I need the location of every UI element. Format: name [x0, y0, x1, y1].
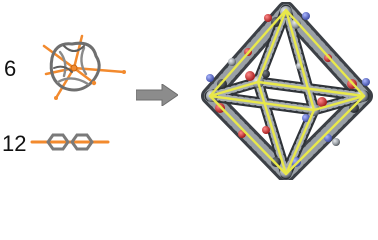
biphenyl-linker-icon [30, 133, 110, 151]
right-arrow-icon [136, 84, 178, 106]
metal-cluster-icon [42, 34, 126, 100]
vertex-count-label: 6 [4, 56, 17, 81]
linker-count-label: 12 [2, 131, 27, 156]
scheme-canvas: 6 12 [2, 2, 373, 180]
octahedral-cage-icon [201, 2, 373, 180]
